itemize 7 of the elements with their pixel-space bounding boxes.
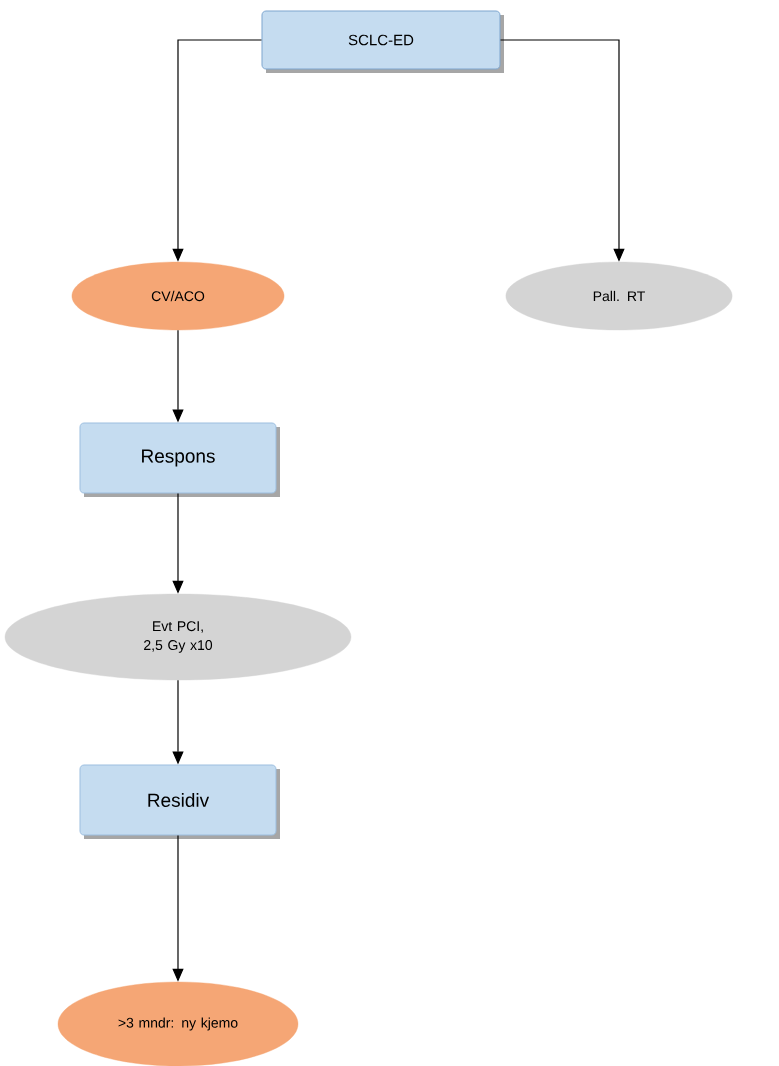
oval-node: Evt PCI, 2,5 Gy x10 (4, 593, 352, 681)
oval-node: Pall. RT (505, 261, 733, 331)
process-box: Respons (79, 422, 280, 497)
process-box: SCLC-ED (261, 10, 504, 73)
oval-node: >3 mndr: ny kjemo (57, 981, 299, 1066)
process-box: Residiv (79, 764, 280, 839)
oval-node: CV/ACO (71, 261, 285, 331)
